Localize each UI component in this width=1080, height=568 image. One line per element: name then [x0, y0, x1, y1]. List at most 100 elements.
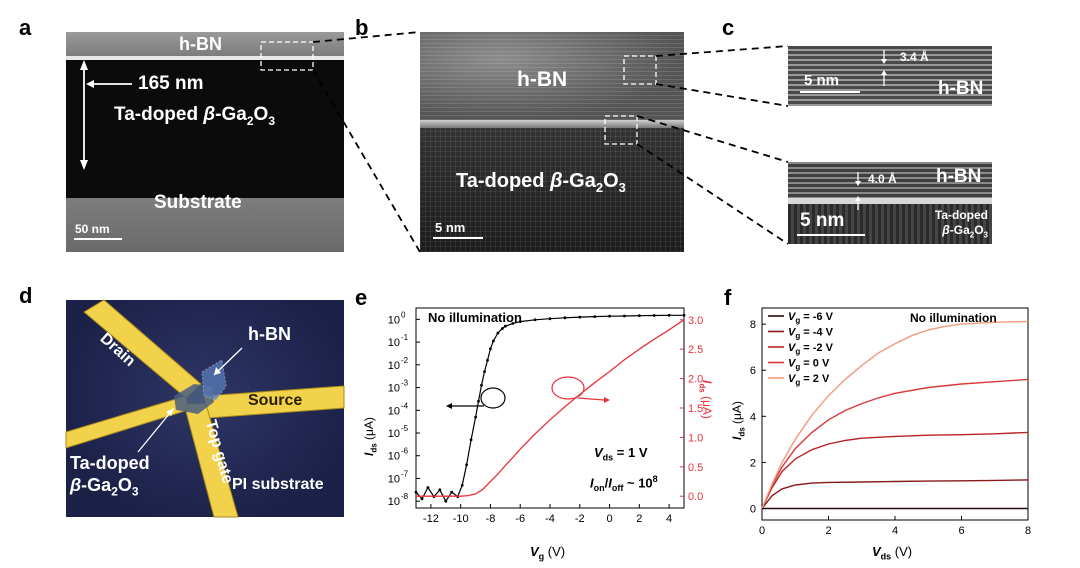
y-tick-label-left-e: 10 — [388, 405, 400, 417]
y-tick-label-left-e: 10 — [388, 314, 400, 326]
data-point-log-current — [444, 499, 448, 503]
zoom-connectors — [312, 31, 789, 253]
ylabel-left-e: Ids (μA) — [362, 417, 379, 456]
data-point-log-current — [480, 383, 483, 387]
y-tick-label-left-e: 10 — [388, 451, 400, 463]
vds-annotation-e: Vds = 1 V — [594, 445, 648, 463]
x-tick-label-f: 6 — [958, 525, 964, 537]
x-tick-label-f: 2 — [825, 525, 831, 537]
source-label: Source — [248, 392, 303, 409]
data-point-log-current — [465, 463, 468, 467]
y-tick-label-right-e: 1.0 — [688, 432, 703, 444]
x-tick-label-e: -10 — [453, 513, 469, 525]
y-tick-label-right-e: 0.5 — [688, 462, 703, 474]
gao-region-c — [788, 204, 992, 244]
legend-label: Vg = -2 V — [788, 342, 834, 356]
data-point-log-current — [460, 483, 464, 487]
interface-b — [420, 120, 684, 128]
data-point-log-current — [486, 358, 489, 362]
y-tick-exp-left-e: -4 — [401, 401, 409, 410]
x-tick-label-e: -4 — [545, 513, 555, 525]
x-tick-label-e: -12 — [423, 513, 439, 525]
hbn-region-b — [420, 32, 684, 120]
y-tick-exp-left-e: -7 — [401, 469, 409, 478]
scalebar-label-c-bottom: 5 nm — [800, 210, 845, 231]
data-point-log-current — [477, 399, 480, 403]
tem-image-a: h-BN 165 nm Ta-doped β-Ga2O3 Substrate 5… — [66, 32, 344, 252]
scalebar-c-top — [800, 91, 860, 93]
gao-region-b — [420, 128, 684, 252]
data-point-log-current — [667, 313, 671, 317]
tem-image-c-top: 3.4 Å 5 nm h-BN — [788, 46, 992, 106]
series-line-vg-1 — [761, 479, 1029, 509]
data-point-log-current — [414, 490, 418, 494]
series-line-vg-3 — [761, 378, 1029, 509]
on-off-ratio-e: Ion/Ioff ~ 108 — [590, 474, 658, 493]
thickness-arrow — [80, 41, 314, 170]
x-tick-label-f: 0 — [759, 525, 765, 537]
data-point-log-current — [496, 331, 500, 335]
data-point-log-current — [420, 497, 424, 501]
legend-label: Vg = -6 V — [788, 311, 834, 325]
data-point-log-current — [637, 314, 641, 318]
y-tick-label-right-e: 3.0 — [688, 315, 703, 327]
data-point-log-current — [593, 315, 597, 318]
data-point-log-current — [511, 322, 515, 325]
y-tick-exp-left-e: -1 — [401, 333, 409, 342]
y-tick-label-right-e: 0.0 — [688, 491, 703, 503]
tem-image-b: h-BN Ta-doped β-Ga2O3 5 nm — [420, 32, 684, 252]
panel-letter-c: c — [722, 15, 735, 40]
panel-letter-e: e — [355, 285, 368, 310]
xlabel-e: Vg (V) — [530, 544, 566, 562]
y-tick-label-f: 0 — [750, 503, 756, 515]
gao-label-d: Ta-doped β-Ga2O3 — [70, 453, 150, 499]
spacing-label-c-bottom: 4.0 Å — [868, 172, 897, 186]
gao-label-b: Ta-doped β-Ga2O3 — [456, 170, 626, 195]
panel-letter-f: f — [724, 285, 732, 310]
x-tick-label-e: -2 — [575, 513, 585, 525]
hbn-label-c-bottom: h-BN — [936, 166, 982, 187]
gao-layer-band — [66, 60, 344, 198]
data-point-log-current — [548, 317, 552, 321]
y-tick-exp-left-e: 0 — [401, 310, 406, 319]
optical-image-d: Drain Source Top gate h-BN Ta-doped β-Ga… — [65, 299, 345, 518]
scalebar-a — [74, 238, 122, 240]
y-tick-exp-left-e: -5 — [401, 424, 409, 433]
illumination-label-f: No illumination — [910, 311, 997, 325]
legend-label: Vg = -4 V — [788, 327, 834, 341]
data-point-log-current — [503, 324, 507, 328]
x-tick-label-f: 4 — [892, 525, 898, 537]
data-point-log-current — [652, 314, 656, 317]
x-tick-label-e: 4 — [666, 513, 672, 525]
series-line-linear-current — [416, 319, 685, 497]
plot-frame-f — [761, 307, 1029, 521]
scalebar-b — [433, 237, 483, 239]
gao-label-c: Ta-doped β-Ga2O3 — [934, 208, 988, 240]
illumination-label-e: No illumination — [428, 310, 522, 325]
y-tick-label-left-e: 10 — [388, 383, 400, 395]
scalebar-label-a: 50 nm — [75, 222, 110, 236]
series-line-vg-2 — [761, 431, 1029, 509]
data-point-log-current — [438, 488, 442, 492]
panel-letter-a: a — [19, 15, 32, 40]
black-curve-marker — [480, 387, 506, 409]
x-tick-label-e: 2 — [636, 513, 642, 525]
data-point-log-current — [492, 339, 495, 343]
hbn-label-d: h-BN — [248, 324, 291, 344]
y-tick-label-f: 6 — [750, 365, 756, 377]
spacing-label-c-top: 3.4 Å — [900, 50, 929, 64]
y-tick-label-left-e: 10 — [388, 473, 400, 485]
tem-image-c-bottom: 4.0 Å h-BN 5 nm Ta-doped β-Ga2O3 — [788, 162, 992, 244]
x-tick-label-e: 0 — [606, 513, 612, 525]
y-tick-label-left-e: 10 — [388, 337, 400, 349]
pi-substrate-label: PI substrate — [232, 476, 324, 493]
spacing-arrows-c-top — [881, 50, 887, 86]
panel-letter-d: d — [19, 283, 33, 308]
hbn-layer-band — [66, 32, 344, 56]
data-point-log-current — [518, 320, 522, 323]
data-point-log-current — [501, 327, 504, 330]
data-point-log-current — [469, 438, 473, 442]
y-tick-label-f: 8 — [750, 319, 756, 331]
substrate-band — [66, 198, 344, 252]
